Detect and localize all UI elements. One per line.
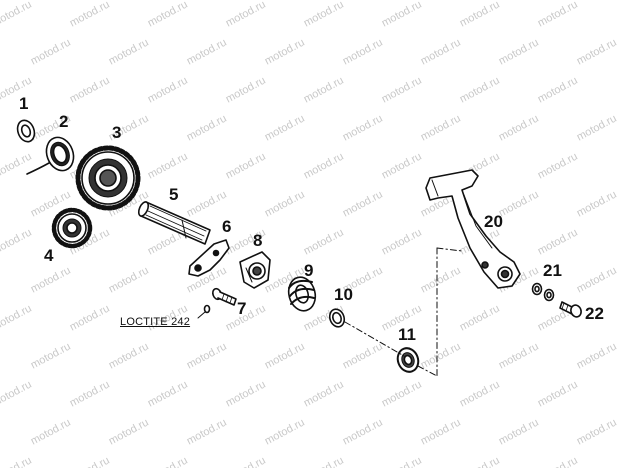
part-number-22: 22: [585, 304, 604, 323]
part-10-washer: [328, 308, 346, 328]
part-4-small-gear: [51, 207, 93, 249]
part-11-seal: [396, 347, 420, 373]
part-number-6: 6: [222, 217, 232, 236]
part-number-7: 7: [237, 299, 247, 318]
part-22-bolt: [559, 301, 582, 318]
part-number-2: 2: [59, 112, 69, 131]
assembly-line: [344, 247, 463, 377]
part-number-20: 20: [484, 212, 503, 231]
part-number-4: 4: [44, 246, 54, 265]
part-number-21: 21: [543, 261, 562, 280]
part-20-kick-lever: [425, 169, 521, 289]
part-number-9: 9: [304, 261, 314, 280]
part-3-large-gear: [75, 145, 141, 211]
part-number-3: 3: [112, 123, 122, 142]
part-6-pawl: [188, 239, 230, 277]
part-2-spring: [26, 136, 75, 175]
part-number-8: 8: [253, 231, 263, 250]
part-1-ring: [16, 119, 36, 143]
part-number-5: 5: [169, 185, 179, 204]
loctite-note: LOCTITE 242: [120, 316, 191, 328]
part-9-coil-spring: [287, 276, 317, 312]
part-7-screw: [203, 287, 237, 314]
part-number-1: 1: [19, 94, 29, 113]
part-number-11: 11: [398, 325, 416, 344]
part-5-shaft: [137, 201, 211, 245]
loctite-leader: [197, 311, 206, 319]
part-8-cam: [239, 251, 271, 289]
part-21-washers: [531, 282, 555, 302]
part-number-10: 10: [334, 285, 353, 304]
